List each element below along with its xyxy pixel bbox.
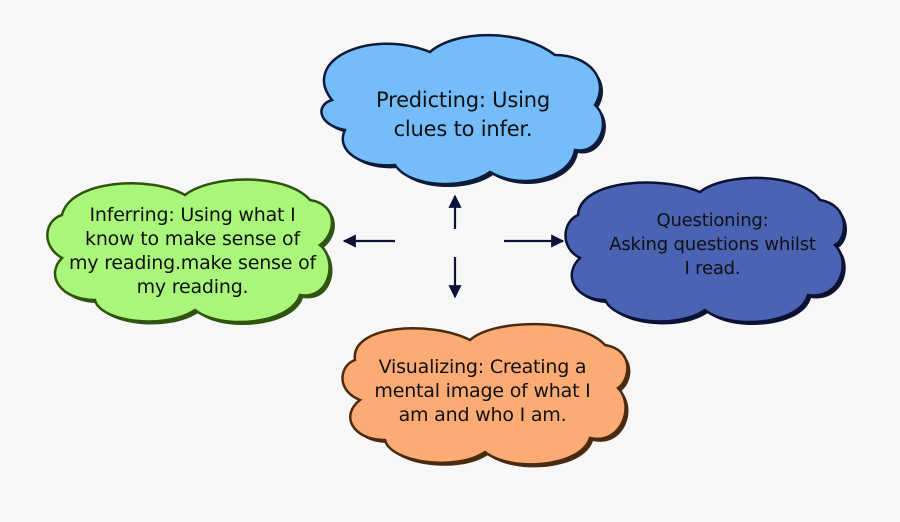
questioning-line-3: I read.: [684, 258, 741, 279]
predicting-line-2: clues to infer.: [393, 117, 533, 141]
predicting-label: Predicting: Using clues to infer.: [338, 86, 588, 144]
inferring-line-3: my reading.make sense of: [69, 252, 316, 274]
inferring-line-1: Inferring: Using what I: [89, 204, 296, 226]
cloud-visualizing: [341, 322, 631, 468]
cloud-predicting: [320, 33, 606, 188]
inferring-line-4: my reading.: [136, 276, 249, 298]
questioning-line-1: Questioning:: [656, 210, 769, 231]
cloud-inferring: [46, 178, 335, 325]
cloud-questioning: [564, 176, 848, 325]
inferring-label: Inferring: Using what I know to make sen…: [60, 203, 325, 299]
visualizing-line-1: Visualizing: Creating a: [378, 356, 587, 378]
questioning-label: Questioning: Asking questions whilst I r…: [585, 209, 840, 281]
visualizing-label: Visualizing: Creating a mental image of …: [355, 355, 610, 427]
questioning-line-2: Asking questions whilst: [609, 234, 816, 255]
predicting-line-1: Predicting: Using: [376, 88, 550, 112]
inferring-line-2: know to make sense of: [85, 228, 300, 250]
visualizing-line-3: am and who I am.: [398, 404, 567, 426]
visualizing-line-2: mental image of what I: [374, 380, 591, 402]
